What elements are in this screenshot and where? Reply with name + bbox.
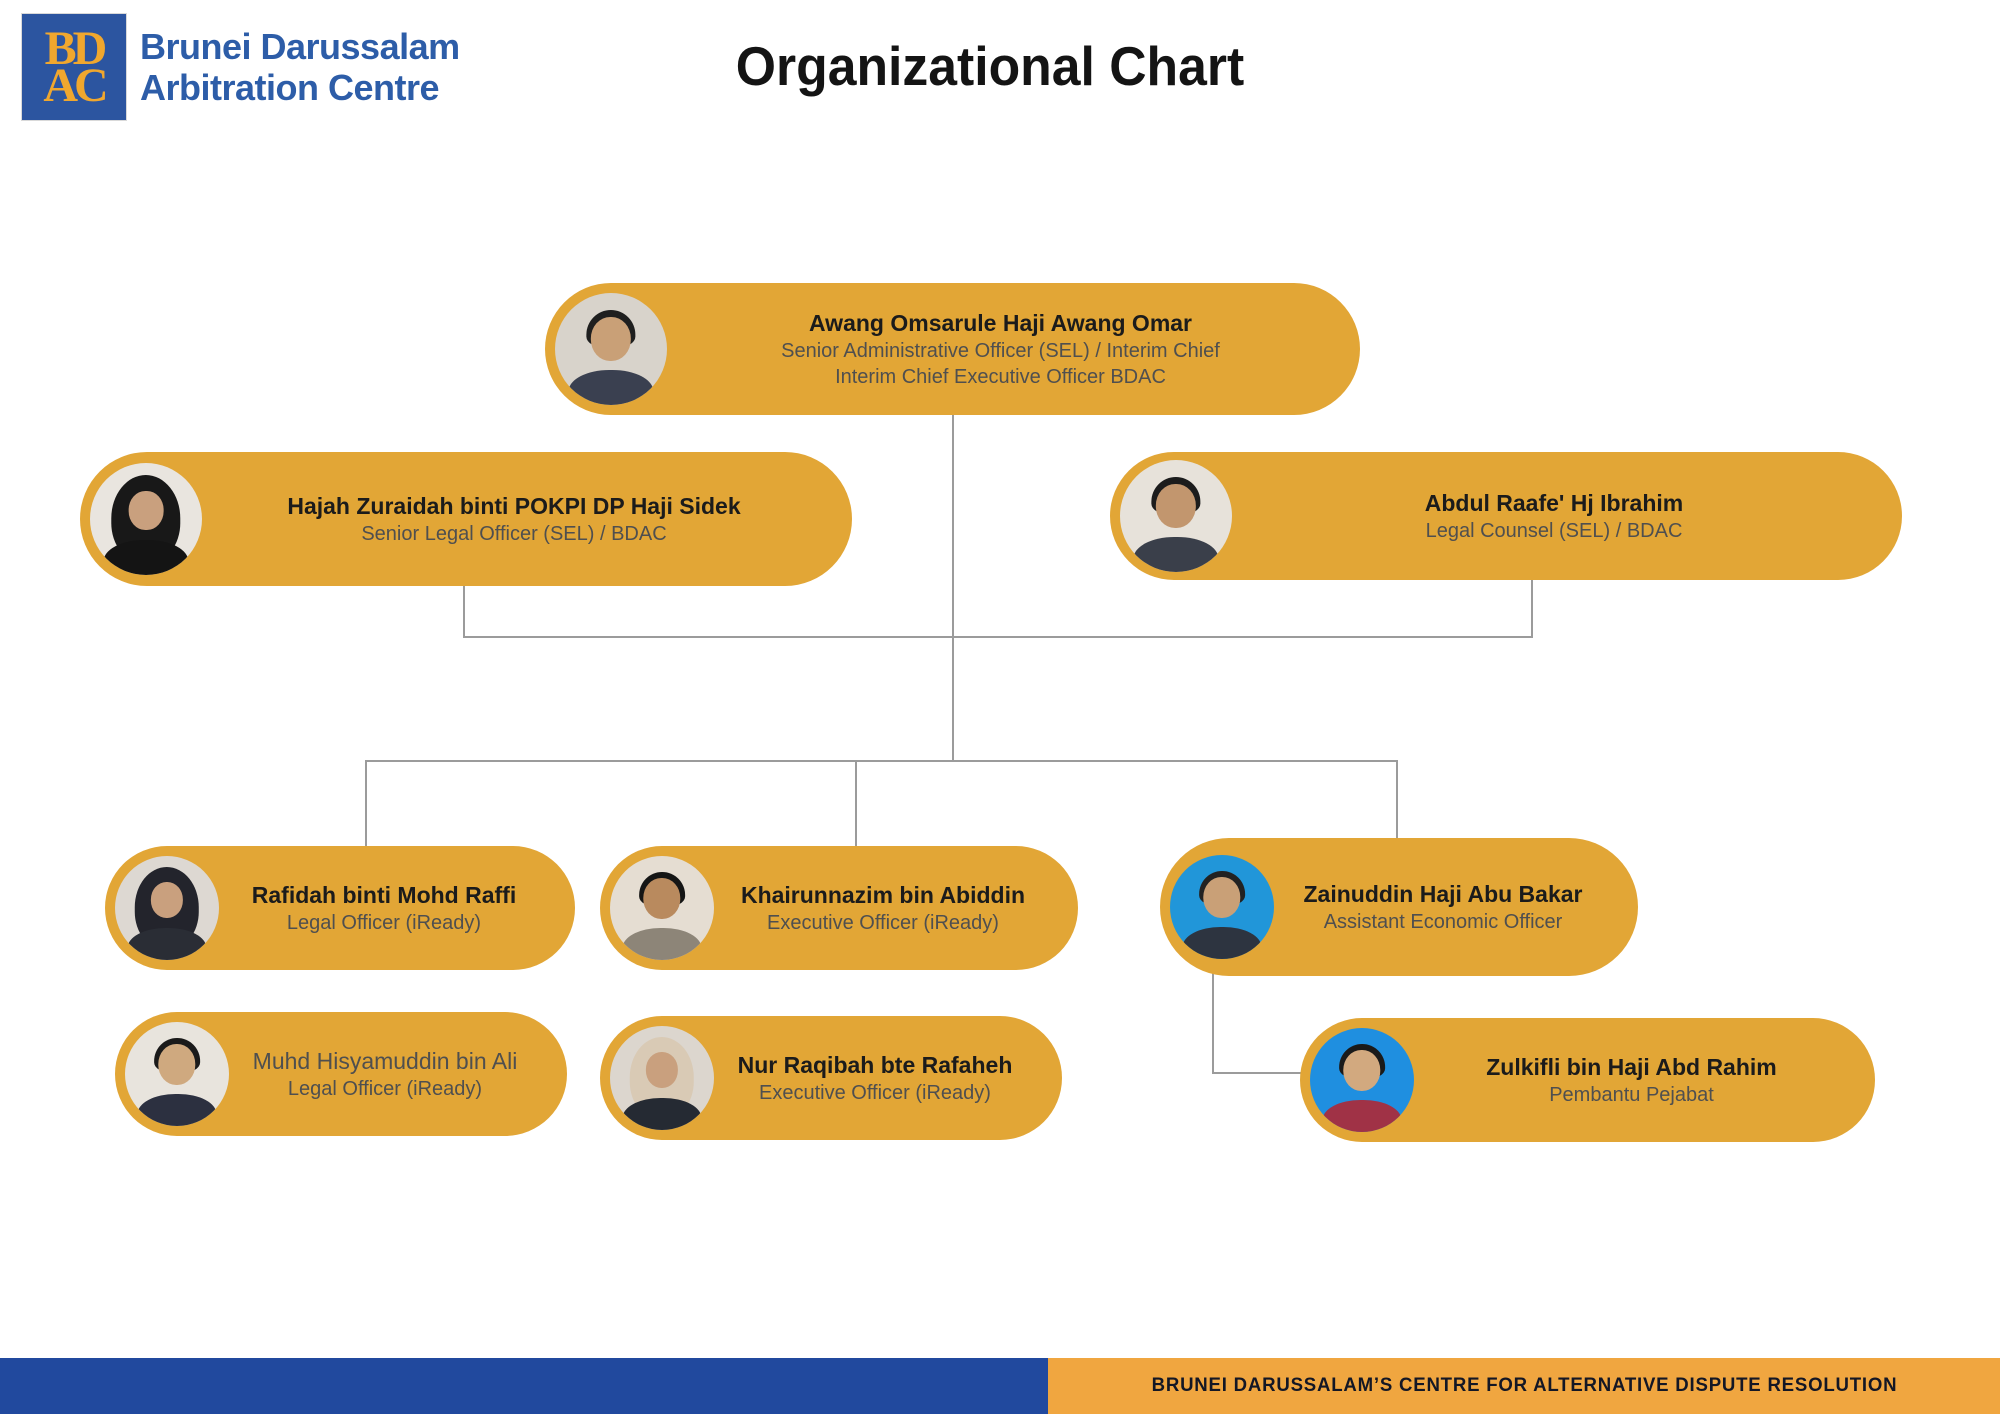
person-name: Rafidah binti Mohd Raffi [251,881,517,908]
torso [103,540,189,575]
person-role: Executive Officer (iReady) [759,1082,991,1105]
footer-gold-bar: BRUNEI DARUSSALAM’S CENTRE FOR ALTERNATI… [1048,1358,2000,1414]
org-node-interim-ceo: Awang Omsarule Haji Awang Omar Senior Ad… [545,283,1360,415]
person-name: Zulkifli bin Haji Abd Rahim [1486,1053,1777,1080]
connector-zuraidah-stub [463,586,465,638]
person-role: Assistant Economic Officer [1323,911,1563,934]
logo-letters-top: BD [44,21,108,75]
torso [137,1093,217,1126]
profile-photo [125,1022,229,1126]
connector-rafidah-stub [365,760,367,846]
profile-photo [90,463,202,575]
profile-photo [610,856,714,960]
person-role: Interim Chief Executive Officer BDAC [835,366,1166,389]
face [645,1052,679,1089]
org-node-legal-officer-2: Muhd Hisyamuddin bin Ali Legal Officer (… [115,1012,567,1136]
brand-name: Brunei Darussalam Arbitration Centre [140,26,460,109]
page-title: Organizational Chart [735,35,1245,97]
footer-blue-bar [0,1358,1048,1414]
connector-zainuddin-stub [1396,760,1398,840]
profile-photo [1310,1028,1414,1132]
face [1343,1049,1381,1092]
person-name: Nur Raqibah bte Rafaheh [737,1051,1013,1078]
bdac-logo: BD AC [22,14,126,120]
person-name: Muhd Hisyamuddin bin Ali [252,1047,518,1074]
brand-line1: Brunei Darussalam [140,26,460,67]
connector-ceo-down [952,415,954,762]
torso [1182,926,1262,959]
connector-level2-horizontal [463,636,1533,638]
profile-photo [555,293,667,405]
torso [1133,537,1219,572]
person-role: Executive Officer (iReady) [767,912,999,935]
org-node-pembantu-pejabat: Zulkifli bin Haji Abd Rahim Pembantu Pej… [1300,1018,1875,1142]
connector-zulkifli-vertical [1212,966,1214,1074]
person-role: Legal Officer (iReady) [286,912,482,935]
face [128,491,164,531]
face [643,877,681,920]
person-name: Zainuddin Haji Abu Bakar [1303,880,1583,907]
profile-photo [1120,460,1232,572]
connector-level3-horizontal [365,760,1398,762]
torso [1322,1099,1402,1132]
person-name: Khairunnazim bin Abiddin [740,881,1026,908]
person-role: Senior Administrative Officer (SEL) / In… [781,340,1220,363]
face [1155,483,1197,529]
org-node-executive-officer-2: Nur Raqibah bte Rafaheh Executive Office… [600,1016,1062,1140]
face [590,316,632,362]
person-name: Awang Omsarule Haji Awang Omar [808,309,1193,336]
person-role: Pembantu Pejabat [1549,1084,1714,1107]
logo-letters-bottom: AC [43,59,108,112]
brand-line2: Arbitration Centre [140,67,440,109]
person-role: Legal Counsel (SEL) / BDAC [1425,520,1683,543]
org-node-senior-legal-officer: Hajah Zuraidah binti POKPI DP Haji Sidek… [80,452,852,586]
org-node-executive-officer: Khairunnazim bin Abiddin Executive Offic… [600,846,1078,970]
person-name: Abdul Raafe' Hj Ibrahim [1424,489,1684,516]
person-role: Senior Legal Officer (SEL) / BDAC [361,523,667,546]
connector-raafe-stub [1531,580,1533,638]
face [150,882,184,919]
profile-photo [115,856,219,960]
face [158,1043,196,1086]
org-node-legal-officer: Rafidah binti Mohd Raffi Legal Officer (… [105,846,575,970]
profile-photo [610,1026,714,1130]
org-node-legal-counsel: Abdul Raafe' Hj Ibrahim Legal Counsel (S… [1110,452,1902,580]
footer-tagline: BRUNEI DARUSSALAM’S CENTRE FOR ALTERNATI… [1151,1375,1897,1396]
connector-khairunnazim-stub [855,760,857,846]
person-name: Hajah Zuraidah binti POKPI DP Haji Sidek [287,492,741,519]
org-node-assistant-economic-officer: Zainuddin Haji Abu Bakar Assistant Econo… [1160,838,1638,976]
profile-photo [1170,855,1274,959]
torso [568,370,654,405]
torso [622,1097,702,1130]
person-role: Legal Officer (iReady) [287,1078,483,1101]
torso [622,927,702,960]
torso [127,927,207,960]
face [1203,876,1241,919]
connector-zulkifli-horizontal [1212,1072,1312,1074]
